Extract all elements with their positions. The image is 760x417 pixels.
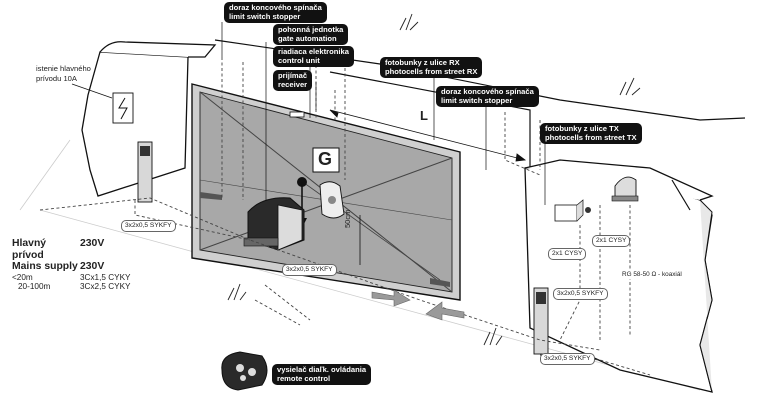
cable-spec-6: 2x1 CYSY [592,235,631,247]
photocells-tx-sk: fotobunky z ulice TX [545,124,619,133]
mains-title-en: Mains supply [12,261,78,272]
mains-range: 20-100m [18,282,51,292]
mains-cable: 3Cx1,5 CYKY [80,272,131,282]
gate-letter: G [318,149,333,169]
mains-value-en: 230V [80,261,105,272]
grass-tufts [227,13,641,346]
dimension-L [329,109,527,162]
mains-value-sk: 230V [80,238,105,249]
breaker-box [112,92,134,124]
control-unit-tag: riadiaca elektronika control unit [273,46,354,68]
antenna [671,179,691,211]
slide-arrows [371,289,465,321]
receiver-en: receiver [278,79,308,89]
gate-automation-tag: pohonná jednotka gate automation [273,24,349,46]
mains-row: <20m 3Cx1,5 CYKY [12,273,162,283]
dimension-50cm-label: 50cm [343,209,352,228]
mains-supply-block: Hlavný prívod 230V Mains supply 230V <20… [12,238,162,292]
dimension-L-label: L [420,108,428,123]
mains-breaker-line-2: prívodu 10A [36,73,77,83]
mains-breaker-line-1: istenie hlavného [36,64,91,73]
photocells-rx-tag: fotobunky z ulice RX photocells from str… [380,57,483,79]
cable-spec-2: 3x2x0,5 SYKFY [282,264,337,276]
limit-switch-stopper-tag-2: doraz koncového spínača limit switch sto… [436,86,539,108]
gate-letter-box [312,147,340,173]
cable-spec-1: 3x2x0,5 SYKFY [121,220,176,232]
cable-spec-4: 3x2x0,5 SYKFY [540,353,595,365]
remote-en: remote control [277,373,331,383]
photocell-device [319,181,345,219]
remote-control-tag: vysielač diaľk. ovládania remote control [272,364,372,386]
photocells-rx-en: photocells from street RX [385,66,478,76]
photocells-rx-sk: fotobunky z ulice RX [385,58,460,67]
limit-switch-sk-2: doraz koncového spínača [441,87,534,96]
limit-switch-stopper-tag-1: doraz koncového spínača limit switch sto… [224,2,327,24]
mains-title-sk-row: Hlavný prívod 230V [12,238,162,261]
limit-switch-en-1: limit switch stopper [229,11,301,21]
key-switch-box [554,199,591,222]
mains-breaker-label: istenie hlavného prívodu 10A [36,64,91,83]
remote-sk: vysielač diaľk. ovládania [277,365,367,374]
receiver-sk: prijímač [278,71,308,80]
photocell-post-right [533,287,549,355]
remote-control [221,351,268,391]
limit-switch-sk-1: doraz koncového spínača [229,3,322,12]
left-wall [81,41,217,197]
photocells-tx-en: photocells from street TX [545,132,637,142]
mains-title-sk: Hlavný prívod [12,238,47,261]
flashing-light [611,176,639,202]
cable-spec-5: 2x1 CYSY [548,248,587,260]
photocell-post-left [137,141,153,203]
coax-spec: RG 58-50 Ω - koaxiál [620,270,684,279]
limit-switch-en-2: limit switch stopper [441,95,513,105]
control-unit-en: control unit [278,55,320,65]
mains-range: <20m [12,272,33,282]
cable-spec-3: 3x2x0,5 SYKFY [553,288,608,300]
mains-cable: 3Cx2,5 CYKY [80,282,131,292]
mains-title-en-row: Mains supply 230V [12,261,162,273]
gate-motor-unit [243,197,305,251]
photocells-tx-tag: fotobunky z ulice TX photocells from str… [540,123,642,145]
gate-automation-en: gate automation [278,33,337,43]
mains-row: 20-100m 3Cx2,5 CYKY [12,282,162,292]
receiver-tag: prijímač receiver [273,70,313,92]
gate-automation-sk: pohonná jednotka [278,25,344,34]
control-unit-sk: riadiaca elektronika [278,47,349,56]
